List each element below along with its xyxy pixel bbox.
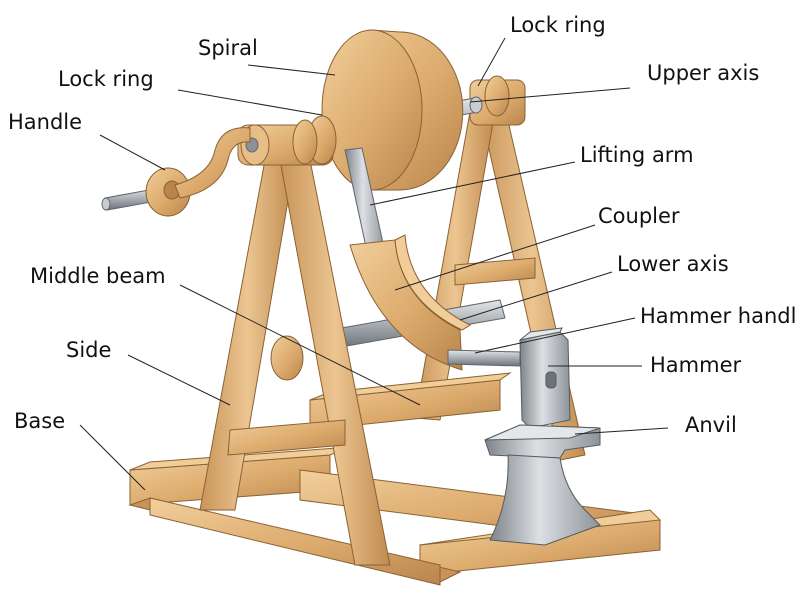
label-lifting-arm: Lifting arm — [580, 143, 694, 167]
leader-lock-ring-left — [177, 89, 323, 116]
coupler — [349, 234, 472, 371]
label-hammer-handle: Hammer handl — [640, 304, 796, 328]
leader-lock-ring-top — [477, 37, 506, 87]
hammer-handle — [447, 349, 521, 367]
label-handle: Handle — [8, 110, 82, 134]
leader-lifting-arm — [369, 161, 576, 206]
leader-side — [127, 354, 231, 406]
label-lock-ring-top: Lock ring — [510, 13, 606, 37]
label-side: Side — [66, 338, 111, 362]
leader-handle — [99, 134, 166, 171]
leader-hammer-handle — [474, 317, 636, 354]
label-lower-axis: Lower axis — [617, 252, 729, 276]
leader-lines — [79, 37, 669, 491]
label-anvil: Anvil — [685, 413, 737, 437]
lock-ring-left — [292, 115, 337, 165]
anvil — [484, 424, 601, 546]
hammer — [519, 327, 571, 429]
spiral — [321, 29, 464, 191]
label-coupler: Coupler — [598, 204, 680, 228]
leader-lower-axis — [459, 271, 613, 321]
leader-upper-axis — [469, 87, 631, 103]
leader-coupler — [394, 224, 596, 291]
leader-spiral — [247, 64, 336, 76]
handle — [101, 127, 251, 217]
label-upper-axis: Upper axis — [647, 61, 759, 85]
label-middle-beam: Middle beam — [30, 264, 166, 288]
label-base: Base — [14, 409, 65, 433]
lock-ring-top — [484, 75, 510, 117]
label-lock-ring-left: Lock ring — [58, 67, 154, 91]
label-hammer: Hammer — [650, 353, 741, 377]
leader-base — [79, 424, 146, 491]
label-spiral: Spiral — [198, 36, 258, 60]
labels: Lock ring Spiral Upper axis Lock ring Ha… — [8, 13, 796, 437]
leader-anvil — [574, 427, 669, 435]
leader-middle-beam — [179, 284, 421, 406]
